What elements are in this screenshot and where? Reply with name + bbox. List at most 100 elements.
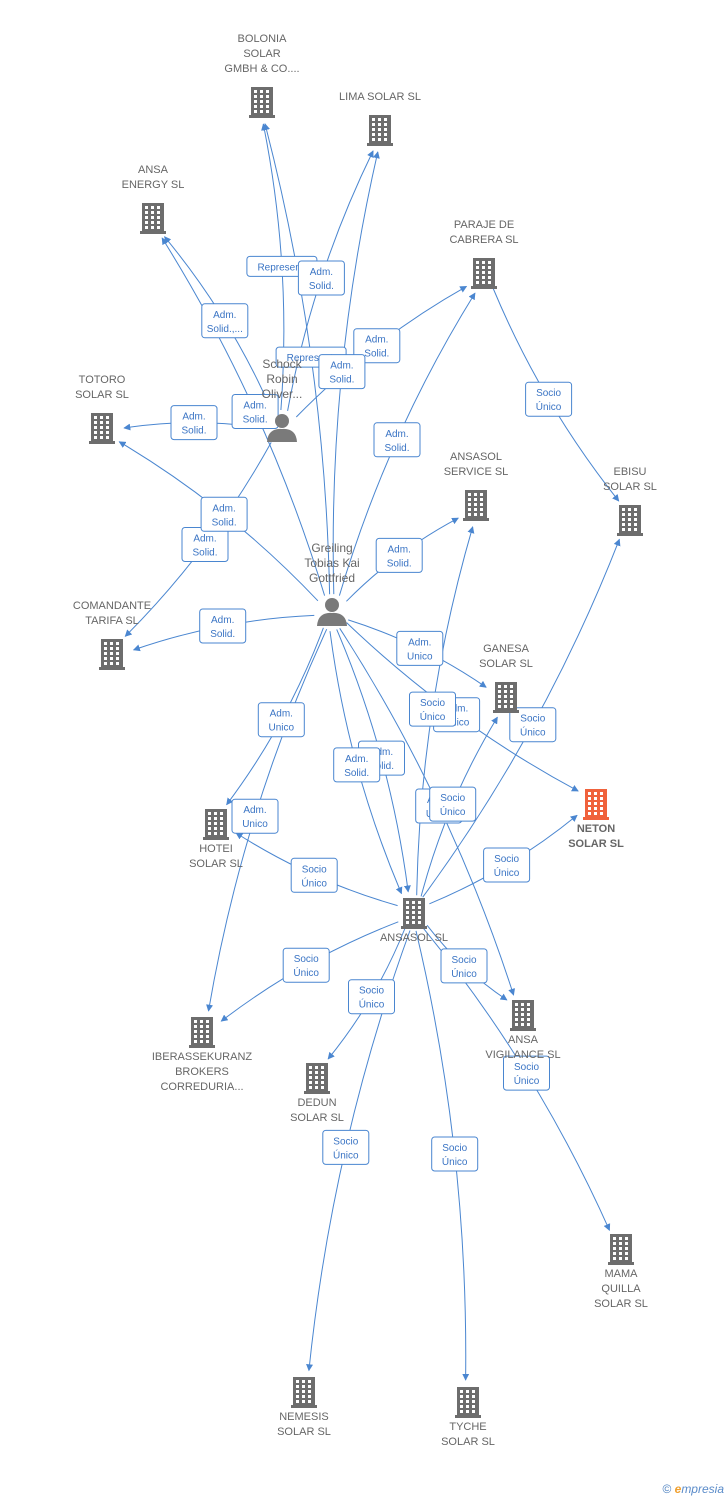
edge-label-box [483, 847, 531, 883]
node-label: SOLAR [243, 48, 280, 60]
edge-label-text: Socio [359, 986, 384, 997]
edge-label[interactable]: Adm.Solid. [375, 537, 423, 573]
edge-label-box [353, 328, 401, 364]
edge-label-text: Adm. [408, 637, 431, 648]
edge-label[interactable]: Adm.Unico [396, 630, 444, 666]
edge-label-box [297, 260, 345, 296]
edge-label-text: Solid. [181, 426, 206, 437]
building-icon [189, 1017, 215, 1048]
brand-name: mpresia [681, 1482, 724, 1496]
node-label: Schock [262, 357, 302, 371]
building-icon [493, 682, 519, 713]
edge-label-box [200, 496, 248, 532]
edge-label-box [231, 394, 279, 429]
node-label: SOLAR SL [479, 658, 533, 670]
edge-label-box [282, 947, 330, 983]
edge-label-text: Represent. [287, 353, 336, 364]
edge-label-text: Solid. [364, 349, 389, 360]
node-lima[interactable]: LIMA SOLAR SL [339, 91, 421, 146]
edge-label-text: Unico [242, 819, 268, 830]
person-icon [317, 598, 347, 626]
node-label: Tobias Kai [304, 556, 359, 570]
edge-label-text: Represent. [257, 262, 306, 273]
node-label: VIGILANCE SL [485, 1049, 560, 1061]
edge-label-text: Adm. [310, 267, 333, 278]
person-icon [267, 414, 297, 442]
edge-label-text: Adm. [213, 310, 236, 321]
edge-label[interactable]: Adm.Unico [231, 798, 279, 834]
building-icon [89, 413, 115, 444]
node-label: SOLAR SL [594, 1298, 648, 1310]
node-ansasol[interactable]: ANSASOL SL [380, 898, 448, 944]
node-label: ENERGY SL [122, 179, 185, 191]
node-label: SOLAR SL [189, 858, 243, 870]
edge-label[interactable]: Adm.Solid.,... [201, 303, 249, 339]
edge-label-text: Solid. [243, 415, 268, 426]
edge-label-text: Único [301, 876, 327, 889]
edge-label-text: Adm. [193, 534, 216, 545]
edge-label[interactable]: Adm.Solid. [297, 260, 345, 296]
edge-label-box [318, 354, 366, 390]
building-icon [140, 203, 166, 234]
edge-label-box [431, 1136, 479, 1172]
edge-label-box [375, 537, 423, 573]
edge-label[interactable]: Adm.Solid. [231, 394, 279, 429]
edge-label-text: Único [440, 805, 466, 818]
building-icon [608, 1234, 634, 1265]
edge-label[interactable]: Adm.Solid. [373, 422, 421, 458]
node-schock[interactable]: SchockRobinOliver... [262, 357, 303, 442]
node-iberas[interactable]: IBERASSEKURANZBROKERSCORREDURIA... [152, 1017, 253, 1093]
edge-label-text: Solid. [210, 629, 235, 640]
node-label: TARIFA SL [85, 615, 139, 627]
edge-label-text: Socio [302, 864, 327, 875]
edge-label[interactable]: Adm.Solid. [353, 328, 401, 364]
building-icon [583, 789, 609, 820]
node-label: TYCHE [449, 1421, 486, 1433]
node-label: SOLAR SL [568, 838, 624, 850]
node-label: SOLAR SL [603, 481, 657, 493]
edge-label[interactable]: Adm.Unico [257, 702, 305, 738]
edge-label[interactable]: Adm.Solid. [333, 747, 381, 783]
edge-label[interactable]: Adm.Solid. [170, 405, 218, 441]
edge-label-text: Solid. [344, 768, 369, 779]
edge-label[interactable]: Adm.Solid. [199, 608, 247, 644]
edge-label[interactable]: Adm.Solid. [181, 527, 229, 562]
node-label: CABRERA SL [449, 234, 518, 246]
edge-label-text: Socio [333, 1136, 358, 1147]
edge-label[interactable]: Adm.Solid. [318, 354, 366, 390]
building-icon [99, 639, 125, 670]
edge-label-text: Único [359, 998, 385, 1011]
edge-label[interactable]: Adm.Solid. [200, 496, 248, 532]
node-label: Robin [266, 372, 297, 386]
node-label: IBERASSEKURANZ [152, 1051, 253, 1063]
